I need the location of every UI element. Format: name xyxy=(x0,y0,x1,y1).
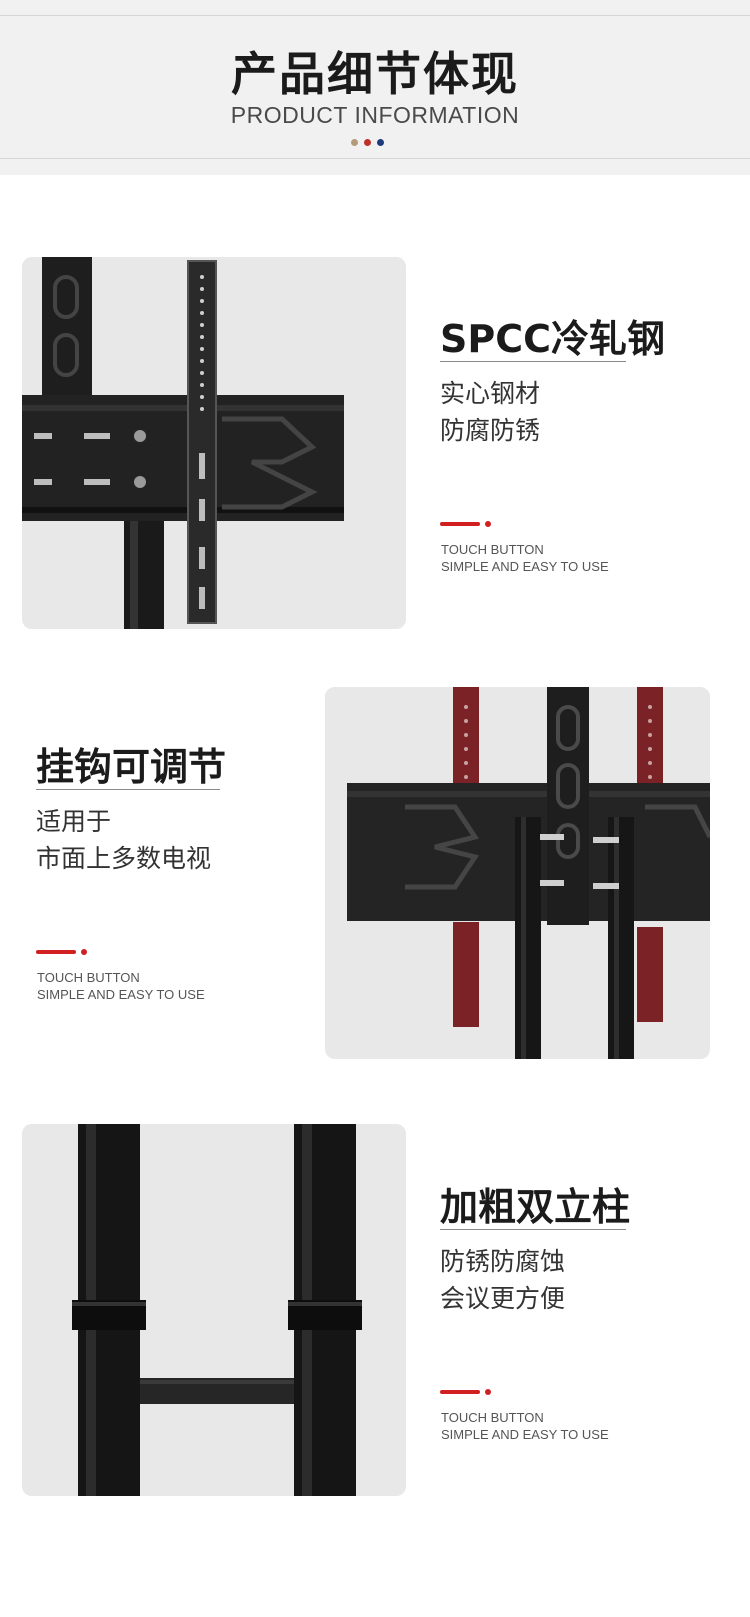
steel-bracket-image xyxy=(22,257,406,629)
feature-3-line-2: 会议更方便 xyxy=(440,1284,566,1313)
adjustable-hooks-image xyxy=(325,687,710,1059)
feature-2-title: 挂钩可调节 xyxy=(36,745,227,789)
feature-2-rule xyxy=(36,789,220,790)
feature-1-title: SPCC冷轧钢 xyxy=(440,317,665,361)
feature-2-tag-2: SIMPLE AND EASY TO USE xyxy=(37,987,205,1002)
dot-3 xyxy=(377,139,384,146)
dot-2 xyxy=(364,139,371,146)
feature-1-line-2: 防腐防锈 xyxy=(440,416,541,445)
feature-2-line-1: 适用于 xyxy=(36,807,112,836)
feature-1-rule xyxy=(440,361,626,362)
feature-3-line-1: 防锈防腐蚀 xyxy=(440,1247,566,1276)
header-rule-bottom xyxy=(0,158,750,159)
header-rule-top xyxy=(0,15,750,16)
feature-1-accent xyxy=(440,521,491,527)
header-band: 产品细节体现 PRODUCT INFORMATION xyxy=(0,0,750,175)
feature-2-accent xyxy=(36,949,87,955)
page-title: 产品细节体现 xyxy=(231,47,519,101)
feature-1-tag-2: SIMPLE AND EASY TO USE xyxy=(441,559,609,574)
feature-1-tag-1: TOUCH BUTTON xyxy=(441,542,544,557)
dot-1 xyxy=(351,139,358,146)
dual-column-image xyxy=(22,1124,406,1496)
page-subtitle: PRODUCT INFORMATION xyxy=(230,102,520,128)
feature-1-line-1: 实心钢材 xyxy=(440,379,541,408)
feature-2-tag-1: TOUCH BUTTON xyxy=(37,970,140,985)
feature-3-accent xyxy=(440,1389,491,1395)
feature-2-line-2: 市面上多数电视 xyxy=(36,844,212,873)
feature-3-rule xyxy=(440,1229,626,1230)
decorative-dots xyxy=(351,139,384,147)
feature-3-tag-2: SIMPLE AND EASY TO USE xyxy=(441,1427,609,1442)
feature-3-tag-1: TOUCH BUTTON xyxy=(441,1410,544,1425)
feature-3-title: 加粗双立柱 xyxy=(440,1185,631,1229)
